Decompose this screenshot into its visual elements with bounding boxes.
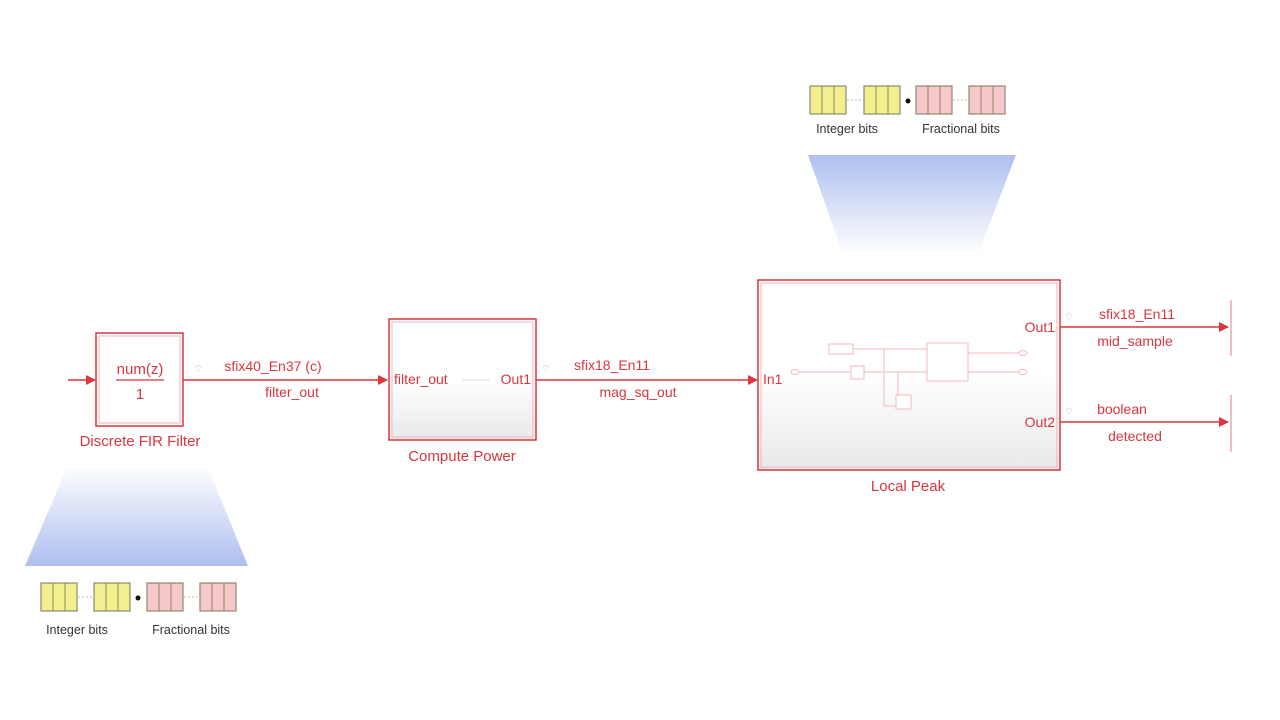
integer-bits-box (863, 85, 901, 115)
compute-power-in-port: filter_out (394, 371, 448, 387)
signal-logging-icon: ⌔ (541, 364, 550, 375)
fractional-bits-box (146, 582, 184, 612)
compute-power-out-port: Out1 (501, 371, 532, 387)
fir-denominator: 1 (136, 386, 144, 403)
fractional-bits-label: Fractional bits (152, 623, 230, 637)
signal-logging-icon: ⌔ (194, 364, 203, 375)
compute-power-subsystem[interactable]: filter_out Out1 (388, 318, 537, 441)
zoom-highlight-top (808, 155, 1016, 254)
filter-out-name: filter_out (265, 384, 319, 400)
detected-name: detected (1108, 428, 1162, 444)
local-peak-label: Local Peak (871, 478, 946, 495)
local-peak-subsystem[interactable]: In1 Out1 Out2 (757, 279, 1061, 471)
fractional-bits-label: Fractional bits (922, 122, 1000, 136)
signal-logging-icon: ⌔ (1064, 407, 1073, 418)
integer-bits-box (809, 85, 847, 115)
binary-point (905, 98, 911, 104)
fractional-bits-box (915, 85, 953, 115)
filter-out-type: sfix40_En37 (c) (224, 358, 321, 374)
local-peak-out-port-1: Out1 (1025, 319, 1056, 335)
mag-sq-out-name: mag_sq_out (599, 384, 676, 400)
fir-block-label: Discrete FIR Filter (80, 433, 201, 450)
subsystem-preview (790, 342, 1028, 410)
detected-type: boolean (1097, 401, 1147, 417)
local-peak-out-port-2: Out2 (1025, 414, 1056, 430)
compute-power-label: Compute Power (408, 448, 516, 465)
fixed-point-legend-bottom: Integer bits Fractional bits (40, 582, 237, 637)
integer-bits-box (40, 582, 78, 612)
mag-sq-out-type: sfix18_En11 (574, 357, 650, 373)
signal-logging-icon: ⌔ (1064, 312, 1073, 323)
mid-sample-name: mid_sample (1097, 333, 1173, 349)
integer-bits-label: Integer bits (46, 623, 108, 637)
discrete-fir-filter-block[interactable]: num(z) 1 (95, 332, 184, 427)
fractional-bits-box (968, 85, 1006, 115)
zoom-highlight-bottom (25, 465, 248, 566)
local-peak-in-port: In1 (763, 371, 783, 387)
integer-bits-label: Integer bits (816, 122, 878, 136)
mid-sample-type: sfix18_En11 (1099, 306, 1175, 322)
binary-point (135, 595, 141, 601)
fir-numerator: num(z) (117, 361, 164, 378)
integer-bits-box (93, 582, 131, 612)
fractional-bits-box (199, 582, 237, 612)
fixed-point-legend-top: Integer bits Fractional bits (809, 85, 1006, 136)
